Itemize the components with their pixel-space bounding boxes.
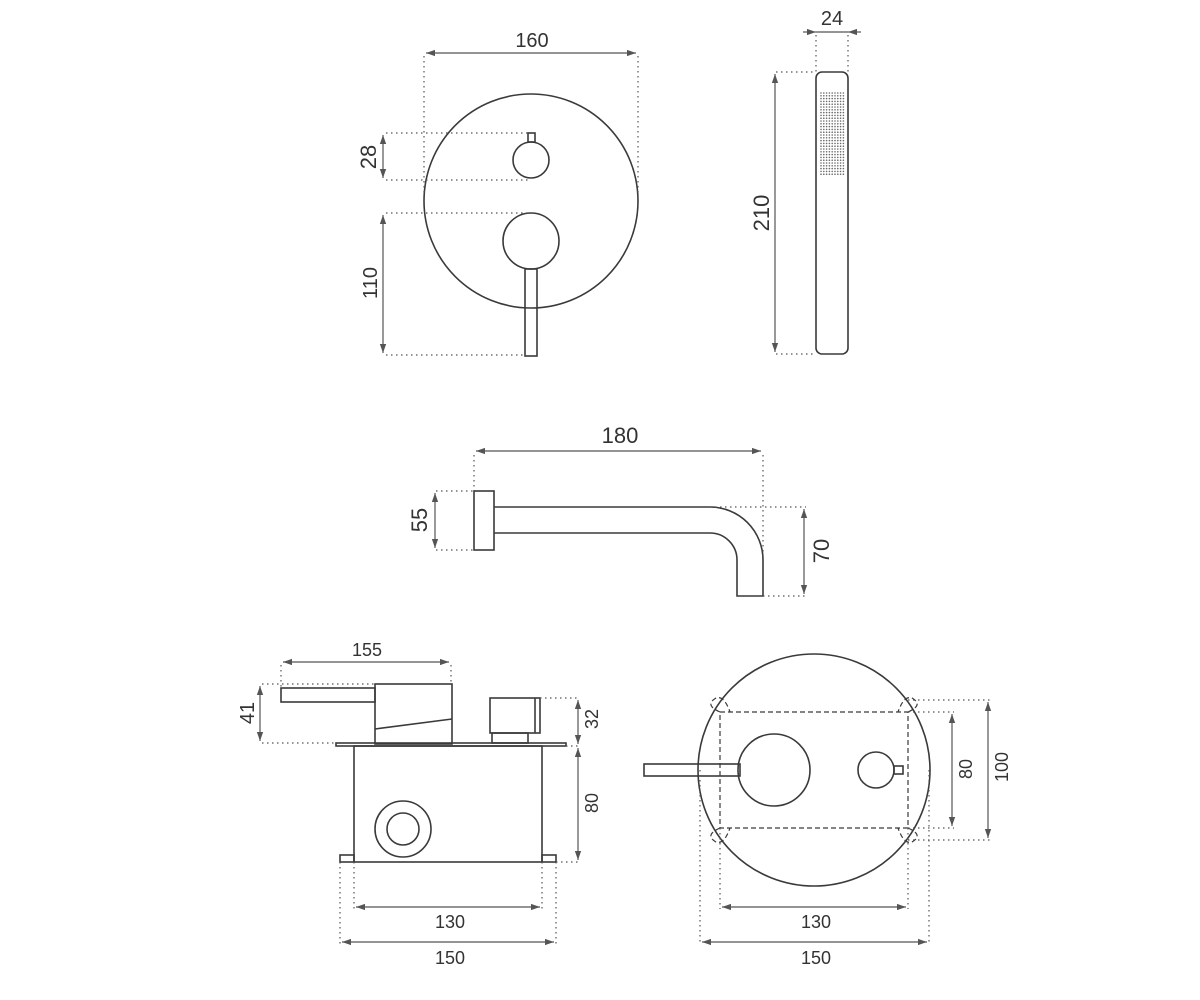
dimension-lever-155: 155 <box>283 640 449 666</box>
side-box-foot-left <box>339 854 355 863</box>
front-diverter-knob <box>857 751 895 789</box>
hidden-corner-bl <box>710 827 731 844</box>
hand-shower-body <box>815 71 849 355</box>
box-cover-plate <box>697 653 931 887</box>
dimension-width-24: 24 <box>803 8 861 36</box>
side-diverter-knob <box>489 697 541 734</box>
extension-lines <box>262 665 580 944</box>
dim-label-100-front: 100 <box>992 752 1012 782</box>
dimension-box-80: 80 <box>574 748 602 860</box>
side-box-foot-right <box>541 854 557 863</box>
dim-label-32: 32 <box>582 709 602 729</box>
dimension-length-210: 210 <box>749 74 779 352</box>
side-knob-stem <box>491 732 529 744</box>
hidden-corner-br <box>897 827 918 844</box>
dimension-length-180: 180 <box>476 423 761 455</box>
dimension-drop-70: 70 <box>800 509 834 594</box>
front-lever <box>643 763 741 777</box>
dim-label-80-side: 80 <box>582 793 602 813</box>
dim-label-70: 70 <box>809 539 834 563</box>
dim-label-150-side: 150 <box>435 948 465 968</box>
spray-nozzle-grid <box>820 92 845 175</box>
dimension-height-80-front: 80 <box>948 714 976 826</box>
side-port-inner <box>386 812 420 846</box>
extension-lines <box>436 455 806 597</box>
dim-label-210: 210 <box>749 195 774 232</box>
dim-label-155: 155 <box>352 640 382 660</box>
diverter-pin <box>527 132 536 143</box>
dimension-width-130-side: 130 <box>356 903 540 932</box>
spout-view: 180 55 70 <box>407 423 834 597</box>
dimension-lever-110: 110 <box>360 215 387 353</box>
front-diverter-pin <box>893 765 904 775</box>
spout-flange <box>473 490 495 551</box>
dim-label-24: 24 <box>821 8 843 30</box>
dim-label-110: 110 <box>360 267 382 299</box>
hidden-corner-tr <box>897 696 918 713</box>
hidden-box-outline <box>719 711 909 829</box>
dim-label-130-side: 130 <box>435 912 465 932</box>
dimension-height-100-front: 100 <box>984 702 1012 838</box>
side-box-body <box>353 745 543 863</box>
dim-label-80-front: 80 <box>956 759 976 779</box>
mixer-lever <box>524 268 538 357</box>
dim-label-160: 160 <box>515 30 548 52</box>
dimension-width-150-side: 150 <box>342 938 554 968</box>
mixer-side-view: 155 41 32 80 130 150 <box>237 640 602 968</box>
side-port-outer <box>374 800 432 858</box>
extension-lines <box>386 56 639 356</box>
dim-label-28: 28 <box>356 145 381 169</box>
mixer-front-view: 160 28 110 <box>356 30 639 357</box>
dim-label-41: 41 <box>237 702 259 724</box>
extension-lines <box>699 699 990 944</box>
extension-lines <box>776 35 849 355</box>
dim-label-55: 55 <box>407 508 432 532</box>
diverter-knob <box>512 141 550 179</box>
dim-label-130-front: 130 <box>801 912 831 932</box>
dim-label-150-front: 150 <box>801 948 831 968</box>
dimension-flange-55: 55 <box>407 493 439 548</box>
hidden-corner-tl <box>710 696 731 713</box>
side-handle-bevel <box>374 718 453 730</box>
dim-label-180: 180 <box>602 423 639 448</box>
side-handle-body <box>374 683 453 745</box>
front-handle-hub <box>737 733 811 807</box>
dimension-width-160: 160 <box>426 30 636 57</box>
spout-pipe <box>494 506 764 597</box>
dimension-width-130-front: 130 <box>722 903 906 932</box>
dimension-knob-28: 28 <box>356 135 387 178</box>
dimension-knob-32: 32 <box>574 700 602 744</box>
dimension-width-150-front: 150 <box>702 938 927 968</box>
side-lever <box>280 687 376 703</box>
hand-shower-view: 24 210 <box>749 8 861 355</box>
cover-plate <box>423 93 639 309</box>
dimension-height-41: 41 <box>237 686 264 741</box>
mixer-handle-hub <box>502 212 560 270</box>
box-front-view: 80 100 130 150 <box>643 653 1012 968</box>
